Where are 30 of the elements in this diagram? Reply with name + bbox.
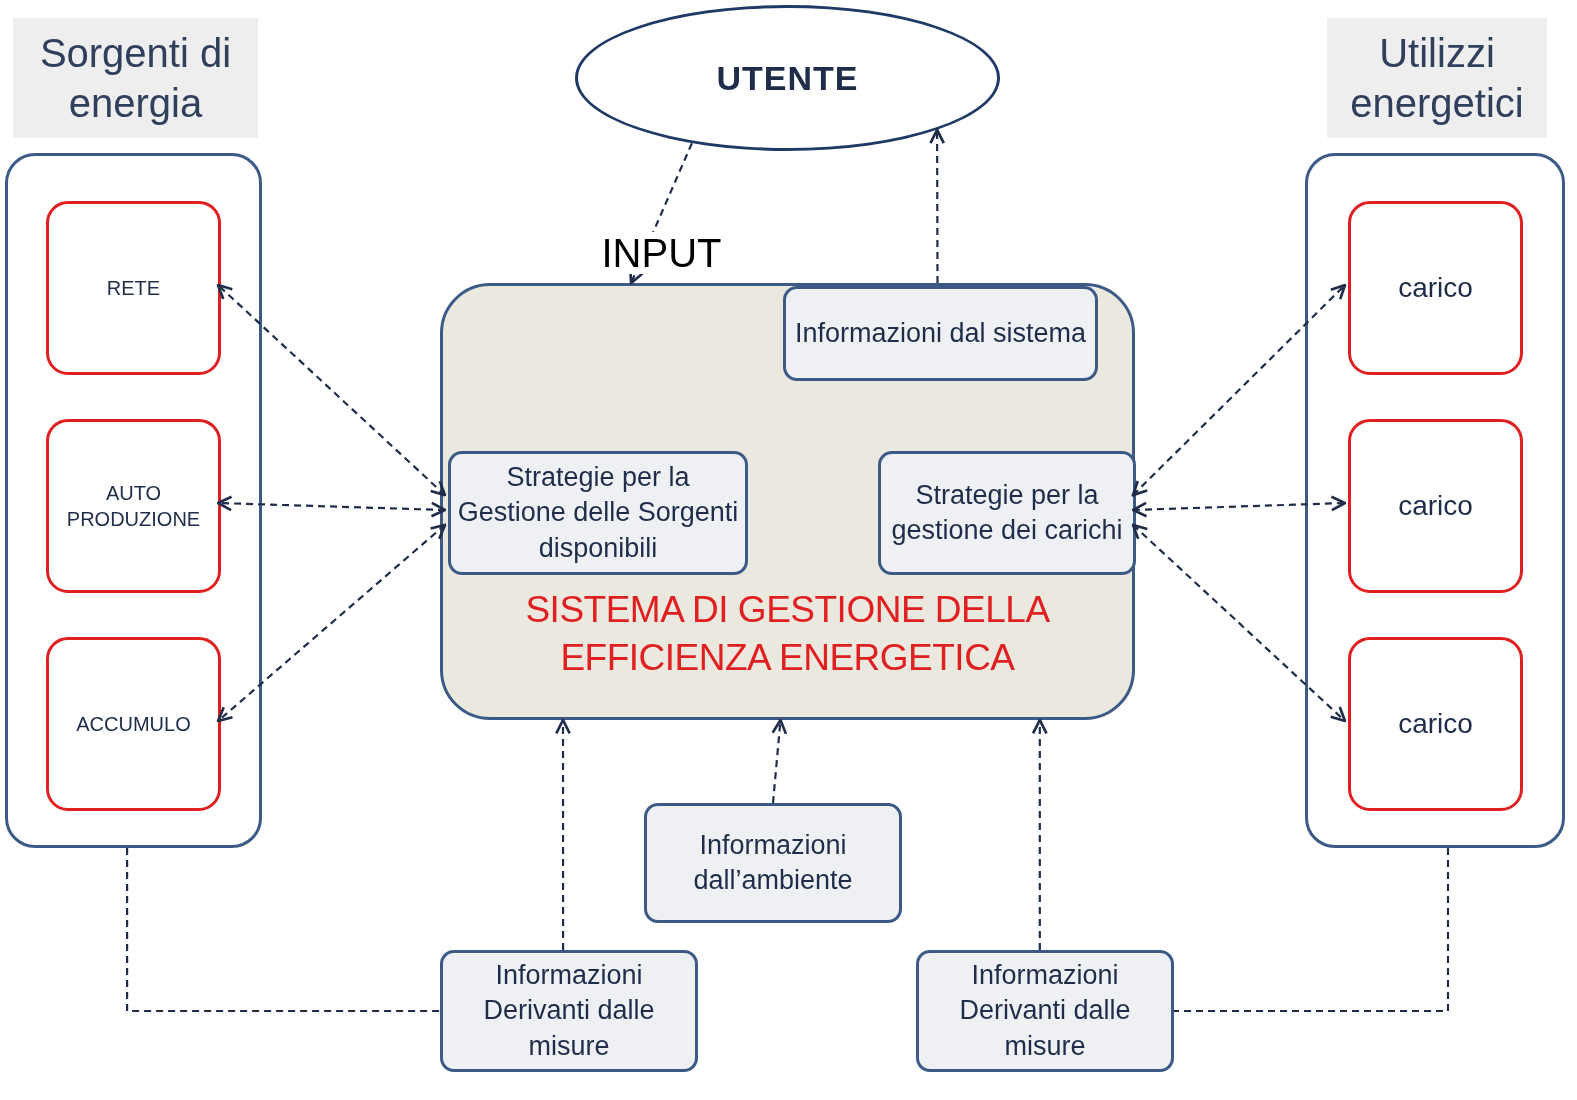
group-heading: Sorgenti di energia bbox=[13, 18, 258, 138]
info-box: Informazioni dal sistema bbox=[783, 286, 1098, 381]
arrow bbox=[216, 495, 447, 518]
group-heading: Utilizzi energetici bbox=[1327, 18, 1547, 138]
connector-line bbox=[1174, 848, 1450, 1013]
source-box: RETE bbox=[46, 201, 221, 375]
connector-line bbox=[126, 848, 440, 1013]
arrow bbox=[1131, 495, 1347, 518]
arrow bbox=[628, 142, 693, 285]
source-box: AUTO PRODUZIONE bbox=[46, 419, 221, 593]
arrow bbox=[216, 283, 447, 497]
arrow bbox=[216, 523, 447, 723]
user-ellipse: UTENTE bbox=[575, 5, 1000, 151]
source-box: ACCUMULO bbox=[46, 637, 221, 811]
info-box: Strategie per la gestione dei carichi bbox=[878, 451, 1136, 575]
panel-title: SISTEMA DI GESTIONE DELLA EFFICIENZA ENERGETICA bbox=[524, 588, 1051, 681]
info-box: Strategie per la Gestione delle Sorgenti disponibili bbox=[448, 451, 748, 575]
info-box: Informazioni dall’ambiente bbox=[644, 803, 902, 923]
arrow bbox=[929, 128, 946, 283]
info-box: Informazioni Derivanti dalle misure bbox=[916, 950, 1174, 1072]
arrow bbox=[1131, 523, 1347, 723]
arrow bbox=[771, 718, 788, 804]
load-box: carico bbox=[1348, 419, 1523, 593]
load-box: carico bbox=[1348, 201, 1523, 375]
load-box: carico bbox=[1348, 637, 1523, 811]
arrow bbox=[1031, 718, 1048, 950]
info-box: Informazioni Derivanti dalle misure bbox=[440, 950, 698, 1072]
arrow bbox=[1131, 283, 1347, 497]
arrow bbox=[555, 718, 571, 950]
system-panel bbox=[440, 283, 1135, 720]
